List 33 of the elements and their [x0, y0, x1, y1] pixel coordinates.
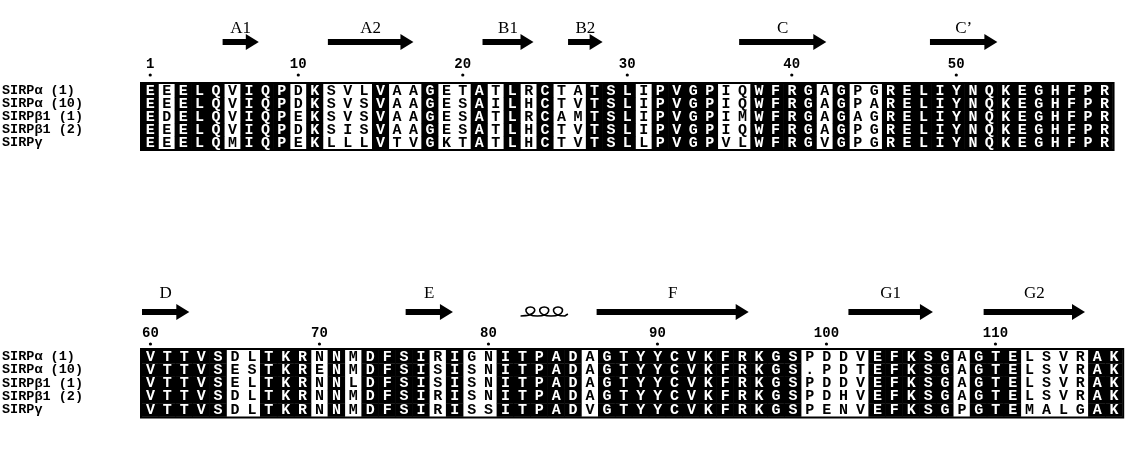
sequence-name: SIRPα (1) [2, 349, 75, 364]
residue-number: 60 [142, 325, 159, 341]
residue-number: 40 [783, 56, 801, 72]
residue-number: 70 [311, 325, 328, 341]
residue-number: 80 [480, 325, 497, 341]
sequence-name: SIRPγ [2, 135, 43, 150]
residue-number: 50 [947, 56, 965, 72]
sequence-name: SIRPβ1 (2) [2, 388, 83, 404]
sequence-name: SIRPβ1 (1) [2, 375, 83, 391]
strand-label: G2 [1023, 283, 1045, 303]
strand-label: F [667, 283, 678, 303]
strand-label: E [424, 283, 435, 303]
residue-number: 100 [813, 325, 840, 341]
residue-number: 90 [649, 325, 666, 341]
residue-number: 20 [454, 56, 472, 72]
sequence-name: SIRPβ1 (2) [2, 122, 83, 137]
strand-label: A2 [360, 18, 382, 38]
residue-number: 30 [618, 56, 636, 72]
residue-number: 10 [289, 56, 307, 72]
strand-label: G1 [880, 283, 902, 303]
residue-number: 1 [146, 56, 155, 72]
strand-label: C [777, 18, 789, 38]
strand-label: B1 [498, 18, 518, 38]
strand-label: D [159, 283, 172, 303]
strand-label: C’ [955, 18, 973, 38]
sequence-name: SIRPγ [2, 402, 43, 418]
strand-label: B2 [575, 18, 596, 38]
residue-number: 110 [982, 325, 1009, 341]
sequence-name: SIRPα (1) [2, 83, 75, 98]
sequence-name: SIRPβ1 (1) [2, 109, 83, 124]
strand-label: A1 [230, 18, 252, 38]
sequence-name: SIRPα (10) [2, 96, 83, 111]
sequence-name: SIRPα (10) [2, 362, 83, 378]
